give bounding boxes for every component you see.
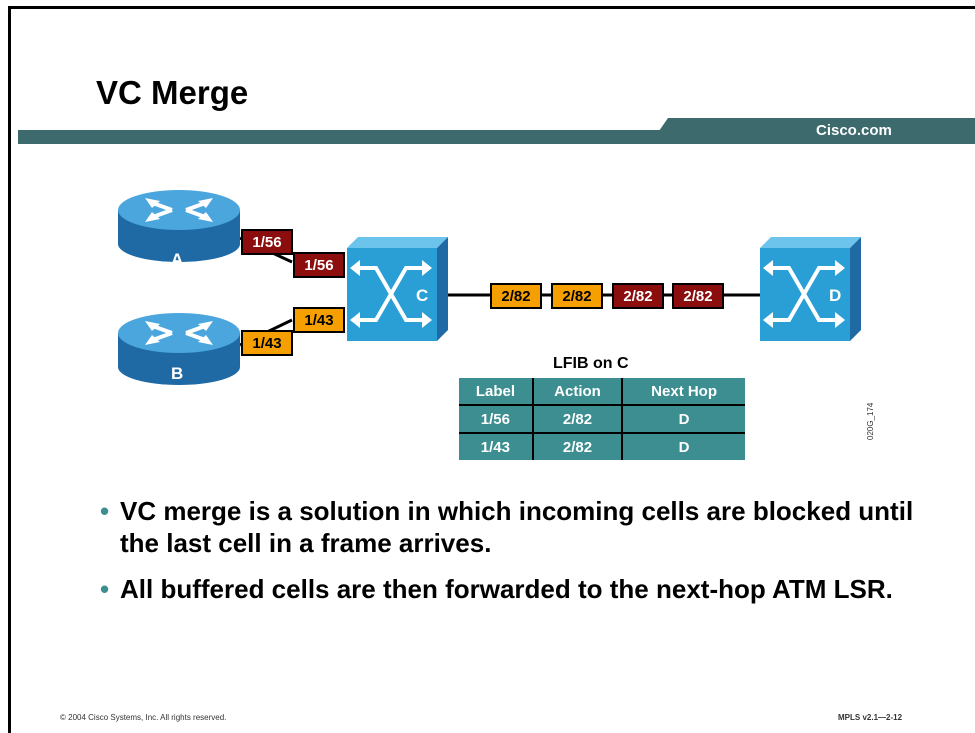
figure-id: 020G_174	[866, 402, 875, 440]
switch-d-name: D	[829, 286, 842, 305]
copyright-footer: © 2004 Cisco Systems, Inc. All rights re…	[60, 713, 227, 722]
lfib-header-label: Label	[459, 378, 533, 405]
switch-c-name: C	[416, 286, 429, 305]
lfib-cell: 1/56	[459, 404, 533, 433]
label-b-in-c: 1/43	[293, 307, 345, 333]
title-bar	[18, 118, 975, 144]
frame-top-border	[8, 6, 975, 9]
lfib-cell: D	[621, 404, 745, 433]
lfib-cell: 1/43	[459, 432, 533, 460]
lfib-header-row: Label Action Next Hop	[459, 378, 745, 405]
label-a-in-c: 1/56	[293, 252, 345, 278]
router-a-icon	[118, 190, 240, 262]
brand-label: Cisco.com	[816, 122, 892, 139]
bullet-item: • All buffered cells are then forwarded t…	[100, 573, 940, 605]
bullet-dot-icon: •	[100, 496, 110, 526]
router-b-icon	[118, 313, 240, 385]
lfib-header-next-hop: Next Hop	[621, 378, 745, 405]
label-cd-1: 2/82	[490, 283, 542, 309]
lfib-row: 1/43 2/82 D	[459, 432, 745, 460]
bullet-text: VC merge is a solution in which incoming…	[120, 496, 914, 558]
lfib-row: 1/56 2/82 D	[459, 404, 745, 433]
title-bar-tab	[650, 118, 975, 144]
bullet-dot-icon: •	[100, 574, 110, 604]
label-cd-3: 2/82	[612, 283, 664, 309]
label-cd-2: 2/82	[551, 283, 603, 309]
atm-switch-d-icon	[760, 237, 861, 341]
bullet-text: All buffered cells are then forwarded to…	[120, 574, 893, 604]
router-a-name: A	[171, 250, 184, 269]
atm-switch-c-icon	[347, 237, 448, 341]
router-b-name: B	[171, 364, 184, 383]
network-diagram	[118, 190, 861, 385]
label-a-out: 1/56	[241, 229, 293, 255]
lfib-cell: 2/82	[531, 404, 623, 433]
lfib-table: Label Action Next Hop 1/56 2/82 D 1/43 2…	[459, 378, 745, 460]
bullet-list: • VC merge is a solution in which incomin…	[100, 495, 940, 619]
label-b-out: 1/43	[241, 330, 293, 356]
lfib-cell: D	[621, 432, 745, 460]
lfib-cell: 2/82	[531, 432, 623, 460]
course-footer: MPLS v2.1—2-12	[838, 713, 903, 722]
slide-title: VC Merge	[96, 74, 249, 111]
bullet-item: • VC merge is a solution in which incomin…	[100, 495, 940, 559]
lfib-header-action: Action	[531, 378, 623, 405]
label-cd-4: 2/82	[672, 283, 724, 309]
lfib-title: LFIB on C	[553, 355, 629, 372]
frame-left-border	[8, 6, 11, 733]
